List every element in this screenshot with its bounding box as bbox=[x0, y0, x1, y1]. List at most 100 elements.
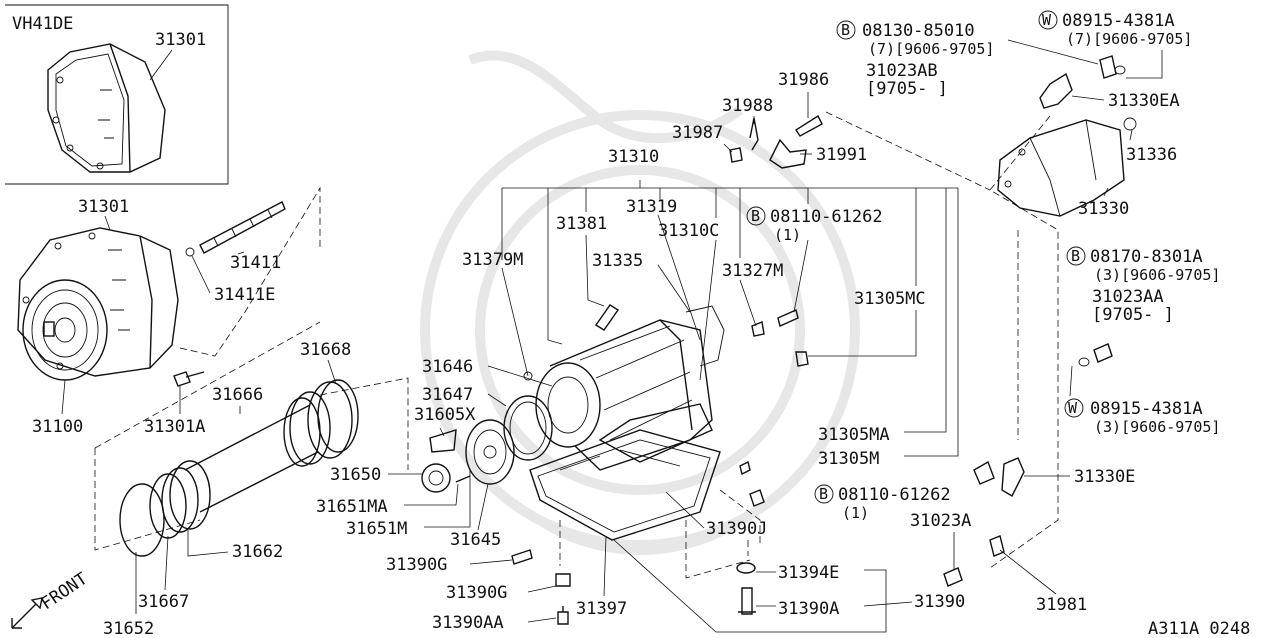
label-31381: 31381 bbox=[556, 214, 607, 234]
label-31986: 31986 bbox=[778, 70, 829, 90]
label-31397: 31397 bbox=[576, 599, 627, 619]
label-31394e: 31394E bbox=[778, 563, 839, 583]
torque-converter-icon bbox=[22, 279, 108, 381]
label-31991: 31991 bbox=[816, 145, 867, 165]
b2-symbol: B bbox=[751, 207, 760, 225]
label-31390aa: 31390AA bbox=[432, 613, 504, 633]
label-31336: 31336 bbox=[1126, 145, 1177, 165]
alt2-part: 31023AA bbox=[1092, 287, 1164, 307]
bolt-31301a-icon bbox=[173, 371, 205, 387]
label-31645: 31645 bbox=[450, 530, 501, 550]
label-31668: 31668 bbox=[300, 340, 351, 360]
label-31988: 31988 bbox=[722, 96, 773, 116]
label-31330: 31330 bbox=[1078, 199, 1129, 219]
b4-qty: (1) bbox=[842, 504, 869, 522]
label-31305mc: 31305MC bbox=[854, 289, 926, 309]
transmission-case-icon bbox=[535, 305, 725, 471]
b3-symbol: B bbox=[1071, 247, 1080, 265]
b3-qty: (3)[9606-9705] bbox=[1094, 266, 1220, 284]
w2-part: 08915-4381A bbox=[1090, 399, 1203, 419]
hardware-bolts-icon bbox=[523, 309, 809, 507]
label-31301a: 31301A bbox=[144, 417, 205, 437]
watermark-emblem-icon bbox=[420, 50, 860, 555]
b4-symbol: B bbox=[819, 485, 828, 503]
callout-alt2: 31023AA [9705- ] bbox=[1092, 287, 1174, 325]
pump-parts-icon bbox=[421, 395, 553, 493]
w2-qty: (3)[9606-9705] bbox=[1094, 418, 1220, 436]
label-31987: 31987 bbox=[672, 123, 723, 143]
label-31390g-2: 31390G bbox=[446, 583, 507, 603]
front-arrow: FRONT bbox=[11, 569, 92, 629]
b2-qty: (1) bbox=[774, 226, 801, 244]
label-31305ma: 31305MA bbox=[818, 425, 890, 445]
label-31379m: 31379M bbox=[462, 250, 523, 270]
label-31390a: 31390A bbox=[778, 599, 839, 619]
b1-symbol: B bbox=[841, 21, 850, 39]
label-31100: 31100 bbox=[32, 417, 83, 437]
shaft-31411-icon bbox=[185, 201, 286, 257]
w1-symbol: W bbox=[1042, 11, 1052, 29]
label-31390j: 31390J bbox=[706, 519, 767, 539]
converter-housing-inset-icon bbox=[47, 43, 166, 173]
label-31411e: 31411E bbox=[214, 285, 275, 305]
w1-qty: (7)[9606-9705] bbox=[1066, 30, 1192, 48]
callout-w2: W 08915-4381A (3)[9606-9705] bbox=[1064, 398, 1220, 436]
inset-engine-label: VH41DE bbox=[12, 14, 73, 34]
b2-part: 08110-61262 bbox=[770, 207, 883, 227]
alt1-part: 31023AB bbox=[866, 61, 938, 81]
rear-extension-icon bbox=[997, 55, 1137, 217]
fill-tube-31381-icon bbox=[595, 304, 619, 331]
callout-b1: B 08130-85010 (7)[9606-9705] bbox=[836, 20, 994, 58]
b4-part: 08110-61262 bbox=[838, 485, 951, 505]
label-31662: 31662 bbox=[232, 542, 283, 562]
alt2-range: [9705- ] bbox=[1092, 305, 1174, 325]
callout-b3: B 08170-8301A (3)[9606-9705] bbox=[1066, 246, 1220, 284]
label-31305m: 31305M bbox=[818, 449, 879, 469]
label-31647: 31647 bbox=[422, 385, 473, 405]
label-31651m: 31651M bbox=[346, 519, 407, 539]
label-31650: 31650 bbox=[330, 465, 381, 485]
label-31652: 31652 bbox=[103, 619, 154, 638]
label-31301: 31301 bbox=[78, 197, 129, 217]
label-31319: 31319 bbox=[626, 197, 677, 217]
label-31411: 31411 bbox=[230, 253, 281, 273]
callout-b4: B 08110-61262 (1) bbox=[814, 484, 951, 522]
oil-pan-icon bbox=[529, 429, 721, 541]
small-parts-icon bbox=[729, 114, 823, 169]
label-31023a: 31023A bbox=[910, 511, 971, 531]
label-31605x: 31605X bbox=[414, 405, 476, 425]
w1-part: 08915-4381A bbox=[1062, 11, 1175, 31]
converter-housing-icon bbox=[17, 227, 179, 377]
b1-qty: (7)[9606-9705] bbox=[868, 40, 994, 58]
alt1-range: [9705- ] bbox=[866, 79, 948, 99]
callout-w1: W 08915-4381A (7)[9606-9705] bbox=[1038, 10, 1192, 48]
label-31310c: 31310C bbox=[658, 221, 719, 241]
label-31666: 31666 bbox=[212, 385, 263, 405]
b1-part: 08130-85010 bbox=[862, 21, 975, 41]
label-31390g-1: 31390G bbox=[386, 555, 447, 575]
bolt-31023a-icon bbox=[943, 535, 1005, 587]
b3-part: 08170-8301A bbox=[1090, 247, 1203, 267]
label-31327m: 31327M bbox=[722, 261, 783, 281]
label-31651ma: 31651MA bbox=[316, 497, 388, 517]
label-31667: 31667 bbox=[138, 592, 189, 612]
label-31330e: 31330E bbox=[1074, 467, 1135, 487]
label-31390: 31390 bbox=[914, 592, 965, 612]
pan-hardware-icon bbox=[511, 549, 756, 625]
callout-alt1: 31023AB [9705- ] bbox=[866, 61, 948, 99]
bolt-washer-right-icon bbox=[1078, 343, 1113, 367]
w2-symbol: W bbox=[1068, 399, 1078, 417]
inset-box: VH41DE 31301 bbox=[5, 4, 229, 185]
label-31301-inset: 31301 bbox=[155, 30, 206, 50]
label-31646: 31646 bbox=[422, 357, 473, 377]
label-31335: 31335 bbox=[592, 251, 643, 271]
label-31981: 31981 bbox=[1036, 595, 1087, 615]
front-label: FRONT bbox=[38, 569, 92, 614]
callout-b2: B 08110-61262 (1) bbox=[746, 206, 883, 244]
label-31310: 31310 bbox=[608, 147, 659, 167]
mount-bracket-icon bbox=[973, 457, 1025, 497]
label-31330ea: 31330EA bbox=[1108, 91, 1180, 111]
diagram-code: A311A 0248 bbox=[1148, 619, 1250, 638]
clutch-pack-icon bbox=[119, 379, 359, 557]
